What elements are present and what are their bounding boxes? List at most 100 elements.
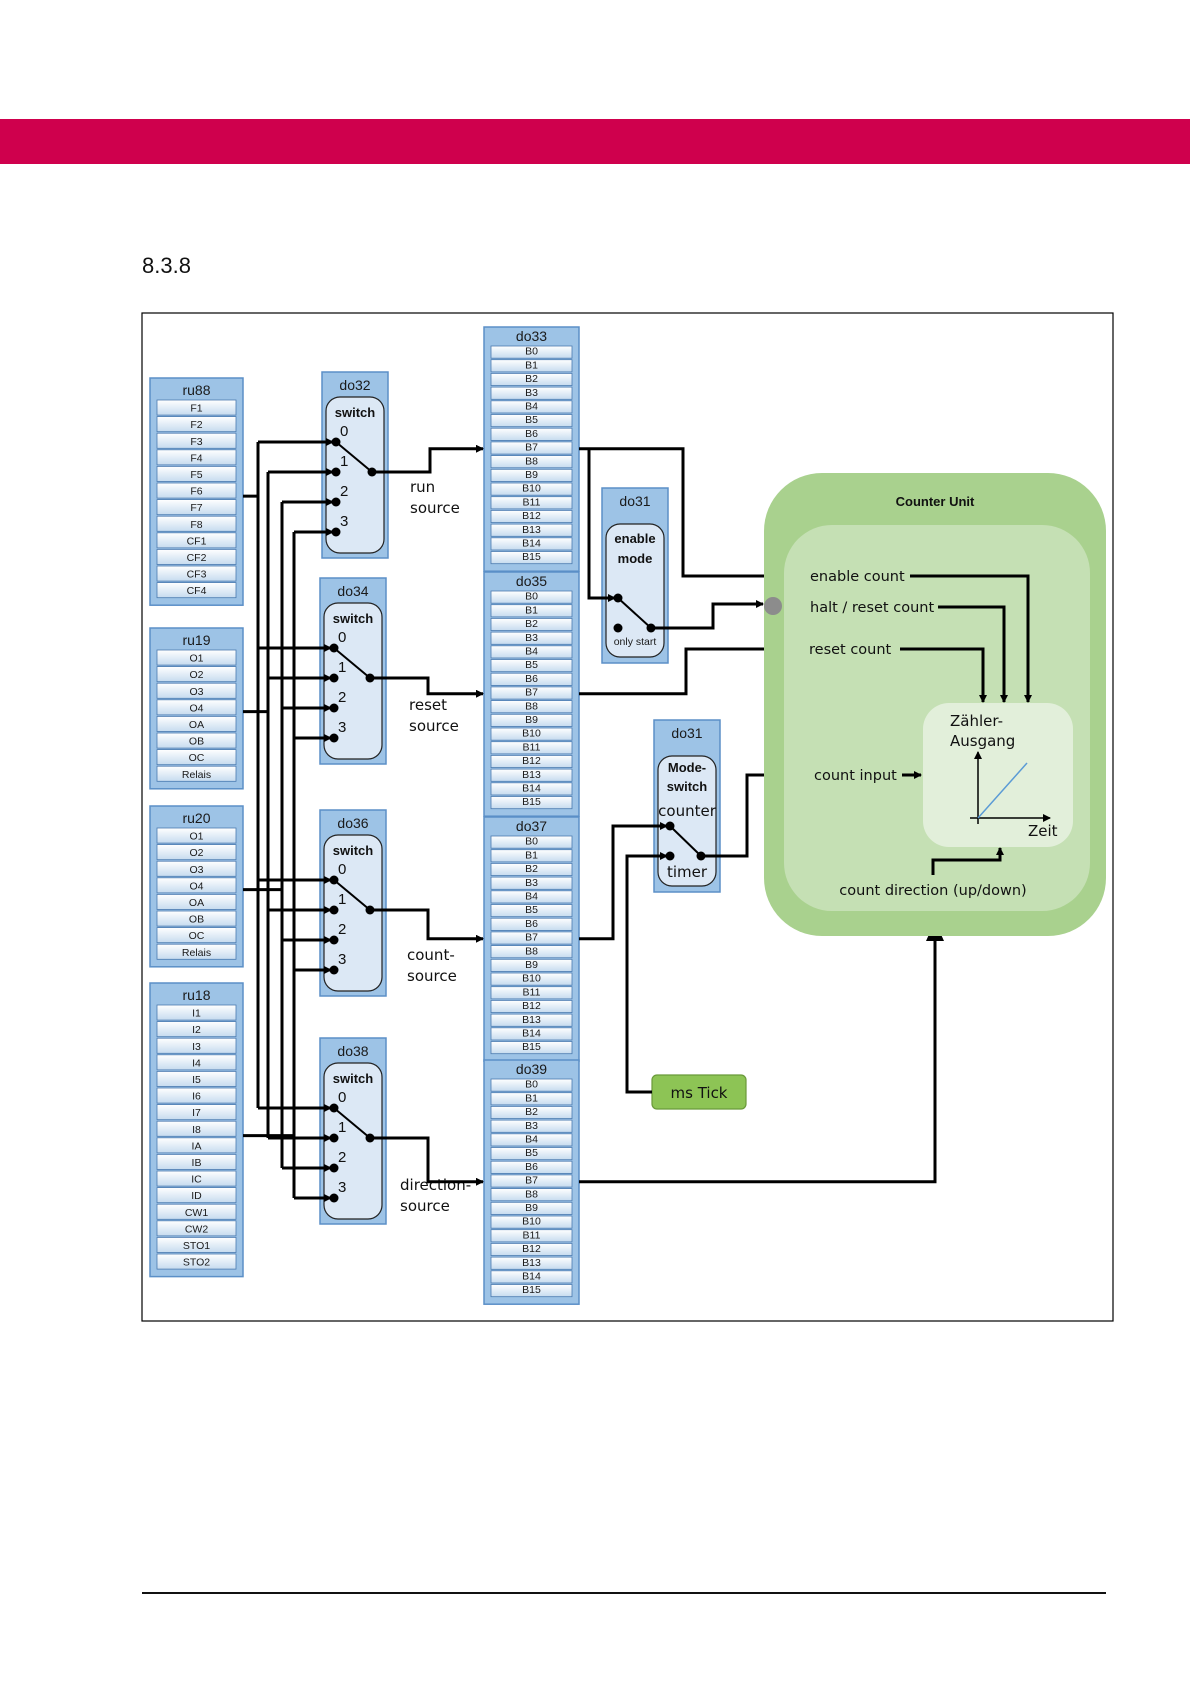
bit-cell xyxy=(490,1201,573,1215)
bit-cell-label: B10 xyxy=(522,1216,541,1228)
bit-cell xyxy=(490,427,573,441)
ms-tick-block: ms Tick xyxy=(651,1074,747,1110)
bit-cell-label: F5 xyxy=(190,469,202,481)
bit-cell-label: F8 xyxy=(190,519,202,531)
bit-cell-label: OB xyxy=(189,914,204,926)
bit-cell-label: B6 xyxy=(525,428,538,440)
wire-ms-tick-to-timer xyxy=(625,852,668,1094)
bit-cell xyxy=(156,699,237,716)
bit-cell xyxy=(490,345,573,359)
bit-cell xyxy=(490,631,573,645)
bit-cell-label: OA xyxy=(189,897,204,909)
bit-cell xyxy=(156,399,237,416)
bit-cell xyxy=(490,755,573,769)
bit-cell-label: I5 xyxy=(192,1074,201,1086)
bit-cell xyxy=(156,827,237,844)
switch-lever xyxy=(333,647,371,679)
input-wire-ru20 xyxy=(243,498,334,1172)
block-title: ru18 xyxy=(182,987,210,1003)
bit-cell xyxy=(156,910,237,927)
bit-cell-label: O3 xyxy=(189,864,203,876)
bit-cell-label: B3 xyxy=(525,632,538,644)
bit-cell xyxy=(490,1174,573,1188)
bit-cell xyxy=(490,645,573,659)
bit-cell-label: B15 xyxy=(522,1041,541,1053)
bit-cell-label: B12 xyxy=(522,1000,541,1012)
switch-position-label: 2 xyxy=(340,483,348,500)
header-band xyxy=(0,119,1190,164)
bit-cell xyxy=(156,1154,237,1170)
bit-cell xyxy=(156,649,237,666)
bit-cell xyxy=(156,416,237,433)
bit-cell xyxy=(156,432,237,449)
switch-position-label: 2 xyxy=(338,689,346,706)
bit-cell xyxy=(490,1147,573,1161)
block-title: do36 xyxy=(337,815,368,831)
bit-cell xyxy=(490,372,573,386)
switch-output-label: direction- xyxy=(400,1176,471,1194)
wire-direction-to-chart xyxy=(931,847,1004,875)
bit-cell xyxy=(156,894,237,910)
bit-cell xyxy=(490,659,573,673)
bit-cell xyxy=(490,1013,573,1027)
input-block-ru18: ru18I1I2I3I4I5I6I7I8IAIBICIDCW1CW2STO1ST… xyxy=(149,982,244,1278)
block-title: do33 xyxy=(516,328,547,344)
counter-input-label: enable count xyxy=(810,569,905,585)
bit-cell xyxy=(156,515,237,532)
bit-cell xyxy=(156,732,237,749)
bit-cell-label: B6 xyxy=(525,1161,538,1173)
switch-position-label: 0 xyxy=(340,423,348,440)
bit-cell-label: B12 xyxy=(522,1243,541,1255)
bit-cell xyxy=(156,1253,237,1270)
bit-cell xyxy=(490,931,573,945)
wire-halt-to-chart xyxy=(938,605,1008,703)
bit-cell xyxy=(156,1170,237,1187)
bit-cell-label: B2 xyxy=(525,863,538,875)
bit-cell xyxy=(490,849,573,863)
bit-cell-label: B1 xyxy=(525,1092,538,1104)
bit-cell xyxy=(490,1215,573,1229)
switch-position-label: 3 xyxy=(340,513,348,530)
bit-cell-label: O2 xyxy=(189,669,203,681)
bit-cell xyxy=(490,1000,573,1014)
bit-cell-label: B7 xyxy=(525,932,538,944)
bit-cell xyxy=(490,1133,573,1147)
bit-cell-label: I6 xyxy=(192,1091,201,1103)
figure-frame xyxy=(141,312,1114,1322)
bit-cell-label: O4 xyxy=(189,702,203,714)
switch-title: switch xyxy=(333,1071,374,1086)
bit-cell-label: B10 xyxy=(522,483,541,495)
ms-tick-label: ms Tick xyxy=(671,1084,728,1102)
bit-cell-label: B13 xyxy=(522,1014,541,1026)
bit-cell-label: CF2 xyxy=(187,552,207,564)
chart-x-label: Zeit xyxy=(1028,822,1058,840)
bit-cell xyxy=(490,686,573,700)
wire-do33-to-enable-mode xyxy=(587,448,616,602)
bit-cell-label: Relais xyxy=(182,769,211,781)
wire-switch-to-register xyxy=(370,676,484,698)
bit-cell-label: O1 xyxy=(189,653,203,665)
bit-cell-label: B12 xyxy=(522,755,541,767)
bit-cell-label: B5 xyxy=(525,904,538,916)
bit-cell-label: B11 xyxy=(523,986,541,998)
wire-do35-to-reset-count xyxy=(579,640,804,696)
switch-position-label: 3 xyxy=(338,1179,346,1196)
block-title: do31 xyxy=(671,725,702,741)
bit-cell xyxy=(490,917,573,931)
bit-cell xyxy=(490,741,573,755)
bit-cell-label: B5 xyxy=(525,659,538,671)
bit-cell-label: CF4 xyxy=(187,585,207,597)
bit-cell-label: OC xyxy=(189,752,205,764)
bit-cell-label: O2 xyxy=(189,847,203,859)
bit-cell-label: B9 xyxy=(525,714,538,726)
bit-cell xyxy=(490,972,573,986)
bit-cell xyxy=(490,455,573,469)
bit-cell xyxy=(490,700,573,714)
switch-output-label: source xyxy=(407,967,457,985)
bit-cell-label: I3 xyxy=(192,1041,201,1053)
switch-lever xyxy=(333,1107,371,1139)
